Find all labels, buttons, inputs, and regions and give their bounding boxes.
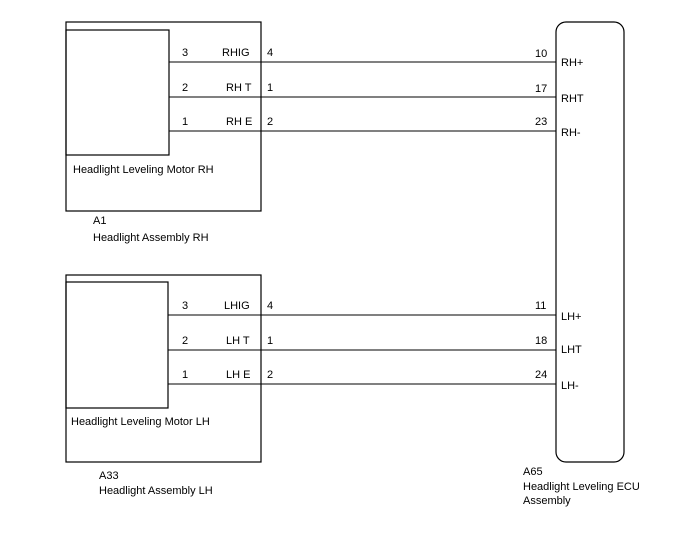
ecu-pin-24: 24: [535, 369, 547, 381]
rh-pin-1: 1: [182, 116, 188, 128]
ecu-terminal-rh-plus: RH+: [561, 57, 583, 69]
lh-signal-lhe: LH E: [226, 369, 250, 381]
ecu-terminal-lh-plus: LH+: [561, 311, 582, 323]
ecu-terminal-rht: RHT: [561, 93, 584, 105]
lh-pin-3: 3: [182, 300, 188, 312]
lh-wire-pin-2: 2: [267, 369, 273, 381]
rh-wire-pin-1: 1: [267, 82, 273, 94]
lh-pin-1: 1: [182, 369, 188, 381]
rh-signal-rhig: RHIG: [222, 47, 250, 59]
lh-connector-id: A33: [99, 470, 119, 482]
lh-signal-lht: LH T: [226, 335, 250, 347]
rh-assembly-name: Headlight Assembly RH: [93, 232, 209, 244]
ecu-terminal-lh-minus: LH-: [561, 380, 579, 392]
ecu-name-line1: Headlight Leveling ECU: [523, 481, 640, 493]
ecu-connector-id: A65: [523, 466, 543, 478]
lh-motor-box: [65, 281, 169, 409]
ecu-pin-17: 17: [535, 83, 547, 95]
rh-motor-box: [65, 29, 170, 156]
rh-pin-2: 2: [182, 82, 188, 94]
rh-signal-rht: RH T: [226, 82, 252, 94]
ecu-terminal-lht: LHT: [561, 344, 582, 356]
lh-motor-label: Headlight Leveling Motor LH: [71, 416, 210, 428]
ecu-pin-18: 18: [535, 335, 547, 347]
rh-signal-rhe: RH E: [226, 116, 252, 128]
rh-motor-label: Headlight Leveling Motor RH: [73, 164, 214, 176]
lh-wire-pin-1: 1: [267, 335, 273, 347]
lh-assembly-name: Headlight Assembly LH: [99, 485, 213, 497]
ecu-pin-11: 11: [535, 300, 546, 312]
rh-pin-3: 3: [182, 47, 188, 59]
rh-wire-pin-2: 2: [267, 116, 273, 128]
rh-wire-pin-4: 4: [267, 47, 273, 59]
ecu-box: [555, 21, 625, 463]
ecu-terminal-rh-minus: RH-: [561, 127, 581, 139]
ecu-name-line2: Assembly: [523, 495, 571, 507]
ecu-pin-10: 10: [535, 48, 547, 60]
ecu-pin-23: 23: [535, 116, 547, 128]
lh-pin-2: 2: [182, 335, 188, 347]
rh-connector-id: A1: [93, 215, 106, 227]
lh-wire-pin-4: 4: [267, 300, 273, 312]
lh-signal-lhig: LHIG: [224, 300, 250, 312]
